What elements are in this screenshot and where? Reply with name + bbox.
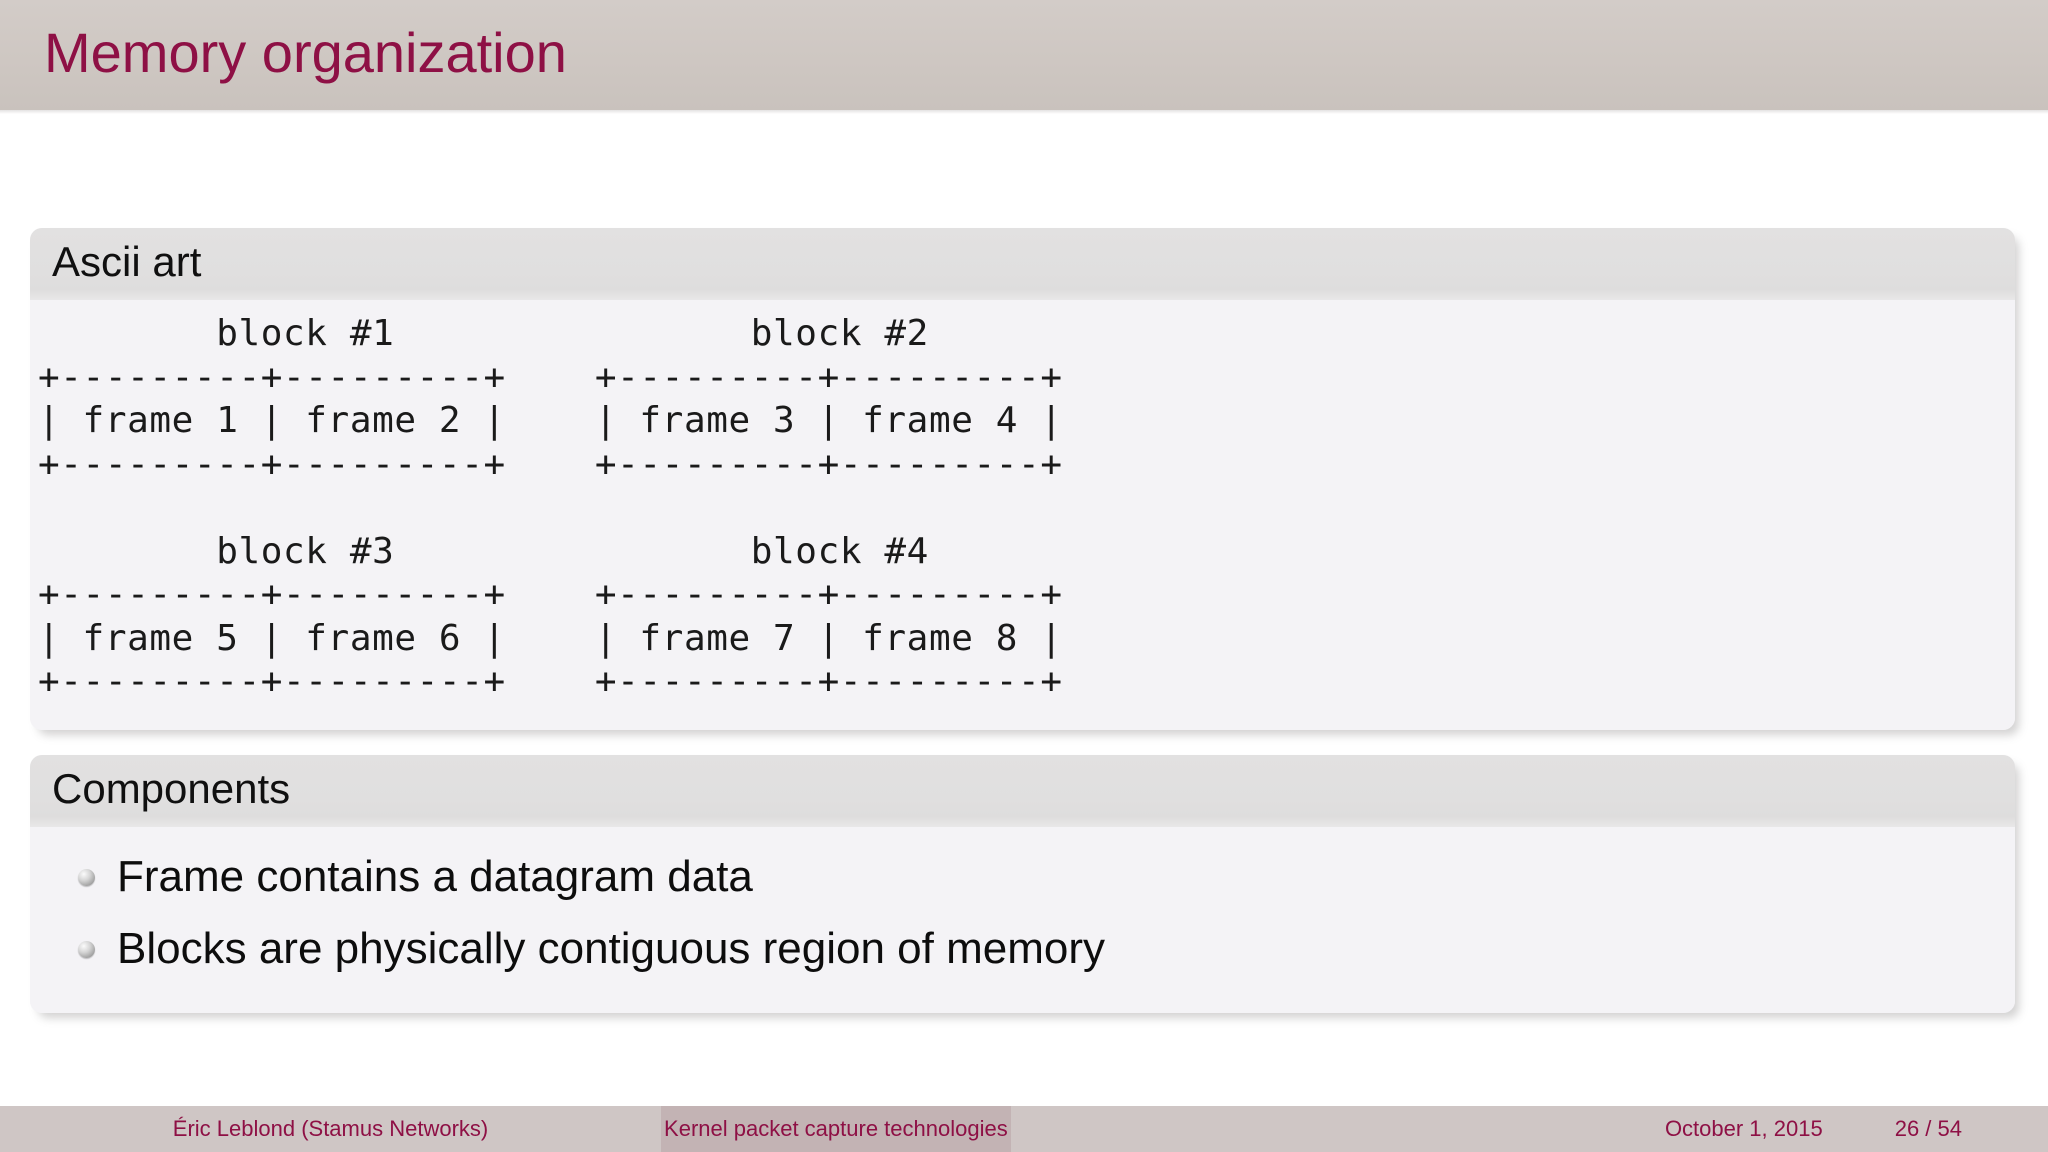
ascii-art-diagram: block #1 block #2 +---------+---------+ … (38, 313, 1063, 702)
components-block-title: Components (30, 755, 2015, 827)
bullet-circle-icon (78, 868, 95, 886)
footer-date: October 1, 2015 (1664, 1116, 1823, 1141)
components-bullet-list: Frame contains a datagram data Blocks ar… (30, 831, 2015, 1003)
components-block: Components Frame contains a datagram dat… (30, 755, 2015, 1013)
list-item: Blocks are physically contiguous region … (30, 913, 2015, 985)
footer-page-number: 26 / 54 (1894, 1116, 1962, 1141)
ascii-art-block-title: Ascii art (30, 228, 2015, 300)
list-item-label: Frame contains a datagram data (117, 852, 753, 901)
ascii-art-block-body: block #1 block #2 +---------+---------+ … (30, 300, 2015, 730)
components-block-body: Frame contains a datagram data Blocks ar… (30, 827, 2015, 1013)
slide-header-shadow (0, 110, 2048, 114)
slide-header-bar (0, 0, 2048, 110)
ascii-art-block: Ascii art block #1 block #2 +---------+-… (30, 228, 2015, 730)
list-item-label: Blocks are physically contiguous region … (117, 924, 1106, 973)
footer-author: Éric Leblond (Stamus Networks) (0, 1106, 662, 1152)
list-item: Frame contains a datagram data (30, 841, 2015, 913)
footer-meta: October 1, 2015 26 / 54 (1010, 1106, 2048, 1152)
footer-presentation-title: Kernel packet capture technologies (661, 1106, 1011, 1152)
slide-footer: Éric Leblond (Stamus Networks) Kernel pa… (0, 1106, 2048, 1152)
page-title: Memory organization (44, 21, 567, 84)
bullet-circle-icon (78, 940, 95, 958)
